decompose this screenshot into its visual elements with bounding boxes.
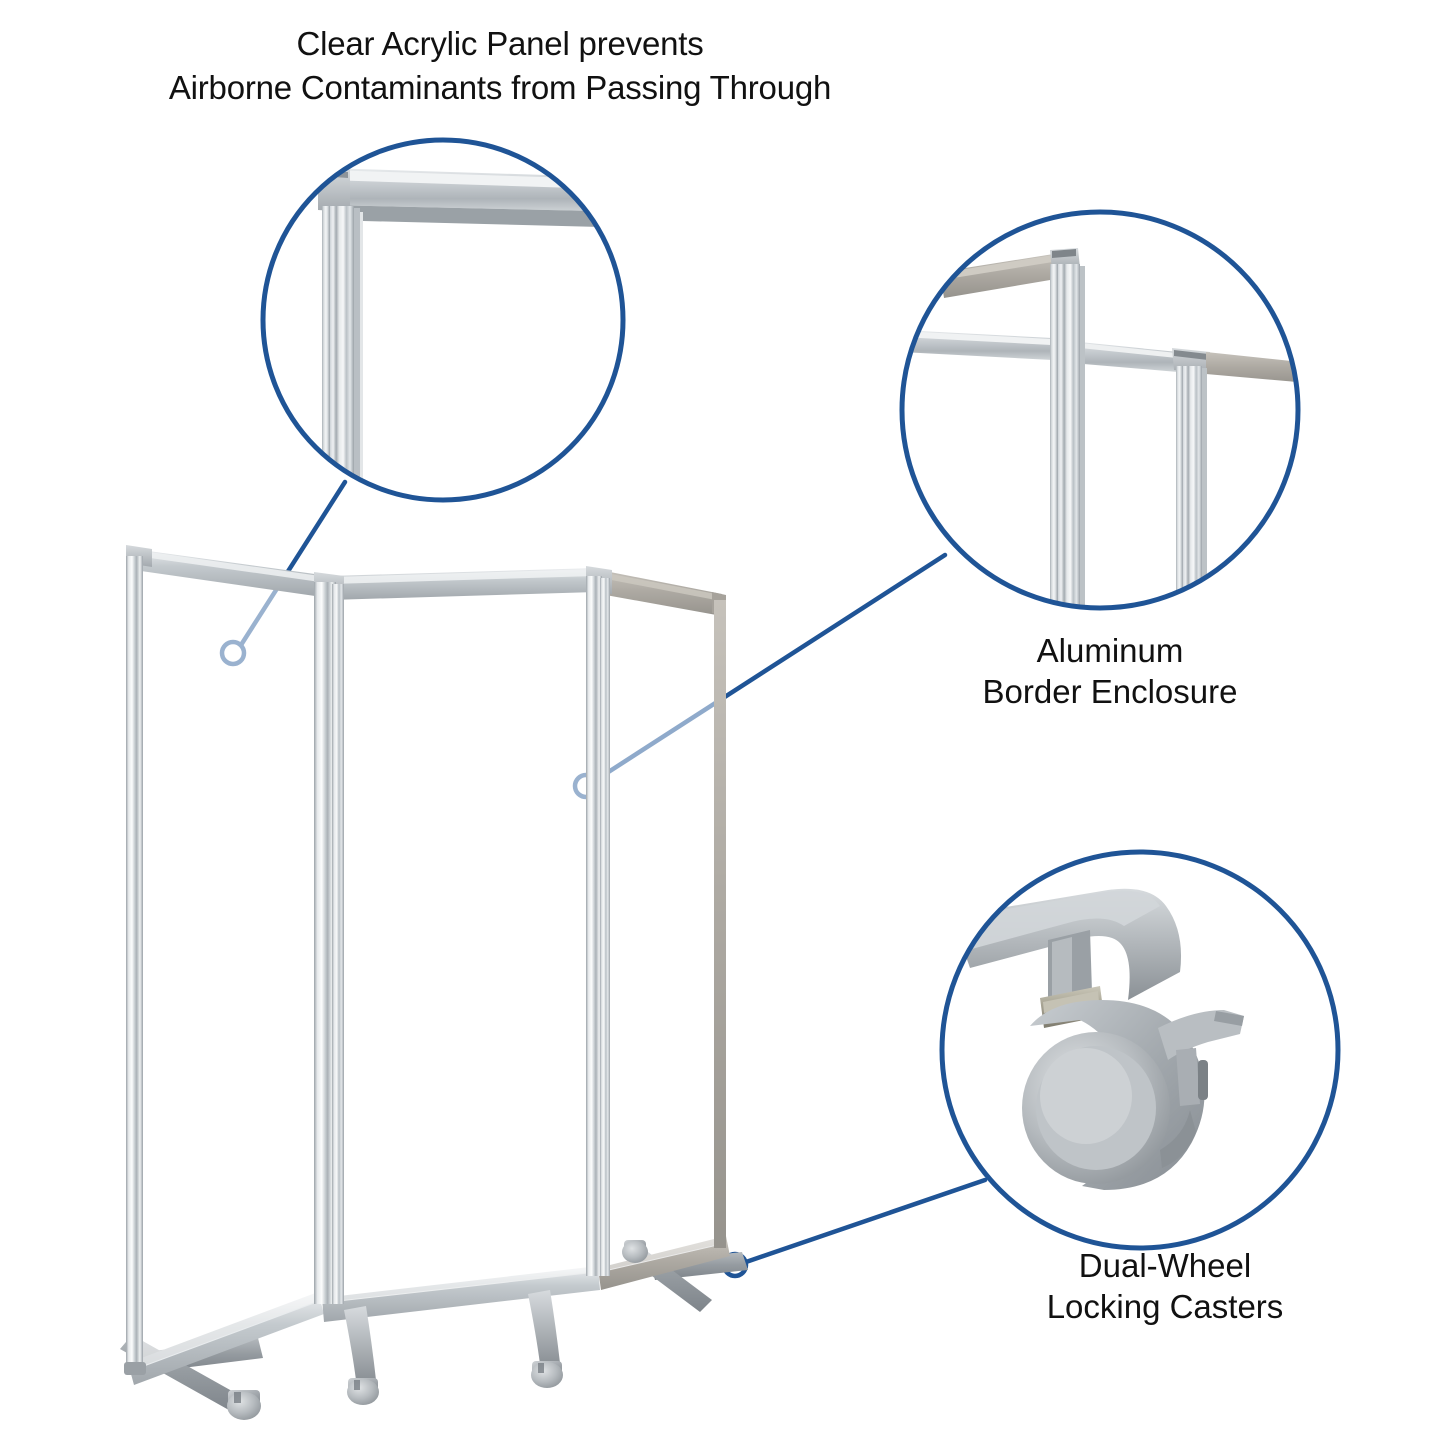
divider-casters: [124, 1240, 648, 1420]
caster-right-rear: [622, 1240, 648, 1263]
acrylic-panel-left: [132, 555, 323, 1371]
aluminum-border-detail-art: [902, 248, 1298, 608]
glide-left-post: [124, 1362, 146, 1375]
post-hinge-1b: [332, 584, 344, 1304]
bottom-rail-center: [322, 1266, 600, 1322]
caster-center-right: [528, 1290, 563, 1388]
top-rail-center-hi: [331, 569, 595, 584]
acrylic-panel-center: [329, 577, 597, 1303]
acrylic-panels: [132, 555, 723, 1371]
post-left-outer: [126, 556, 143, 1368]
acrylic-panel-right: [599, 579, 723, 1273]
top-rail-right-hi: [601, 572, 721, 601]
callout-circle-acrylic-panel: [260, 137, 626, 503]
locking-caster-detail-art: [952, 888, 1244, 1190]
label-dual-wheel-locking-casters: Dual-Wheel Locking Casters: [1046, 1247, 1284, 1325]
headline-text: Clear Acrylic Panel prevents Airborne Co…: [168, 25, 832, 106]
caster-center-left: [344, 1306, 379, 1405]
callout-circle-aluminum-border: [899, 209, 1301, 611]
callout-circle-locking-caster: [939, 849, 1341, 1251]
room-divider-product: [120, 545, 748, 1420]
post-hinge-2b: [600, 578, 610, 1276]
caster-left-front: [227, 1390, 261, 1420]
post-hinge-1: [314, 582, 336, 1304]
post-right-outer: [714, 600, 726, 1248]
vertical-posts: [126, 556, 726, 1368]
post-hinge-2: [586, 576, 602, 1276]
top-rails: [134, 549, 722, 616]
label-aluminum-border-enclosure: Aluminum Border Enclosure: [982, 632, 1238, 710]
top-rail-left-hi: [136, 550, 320, 582]
leader-line-casters: [743, 1177, 988, 1265]
